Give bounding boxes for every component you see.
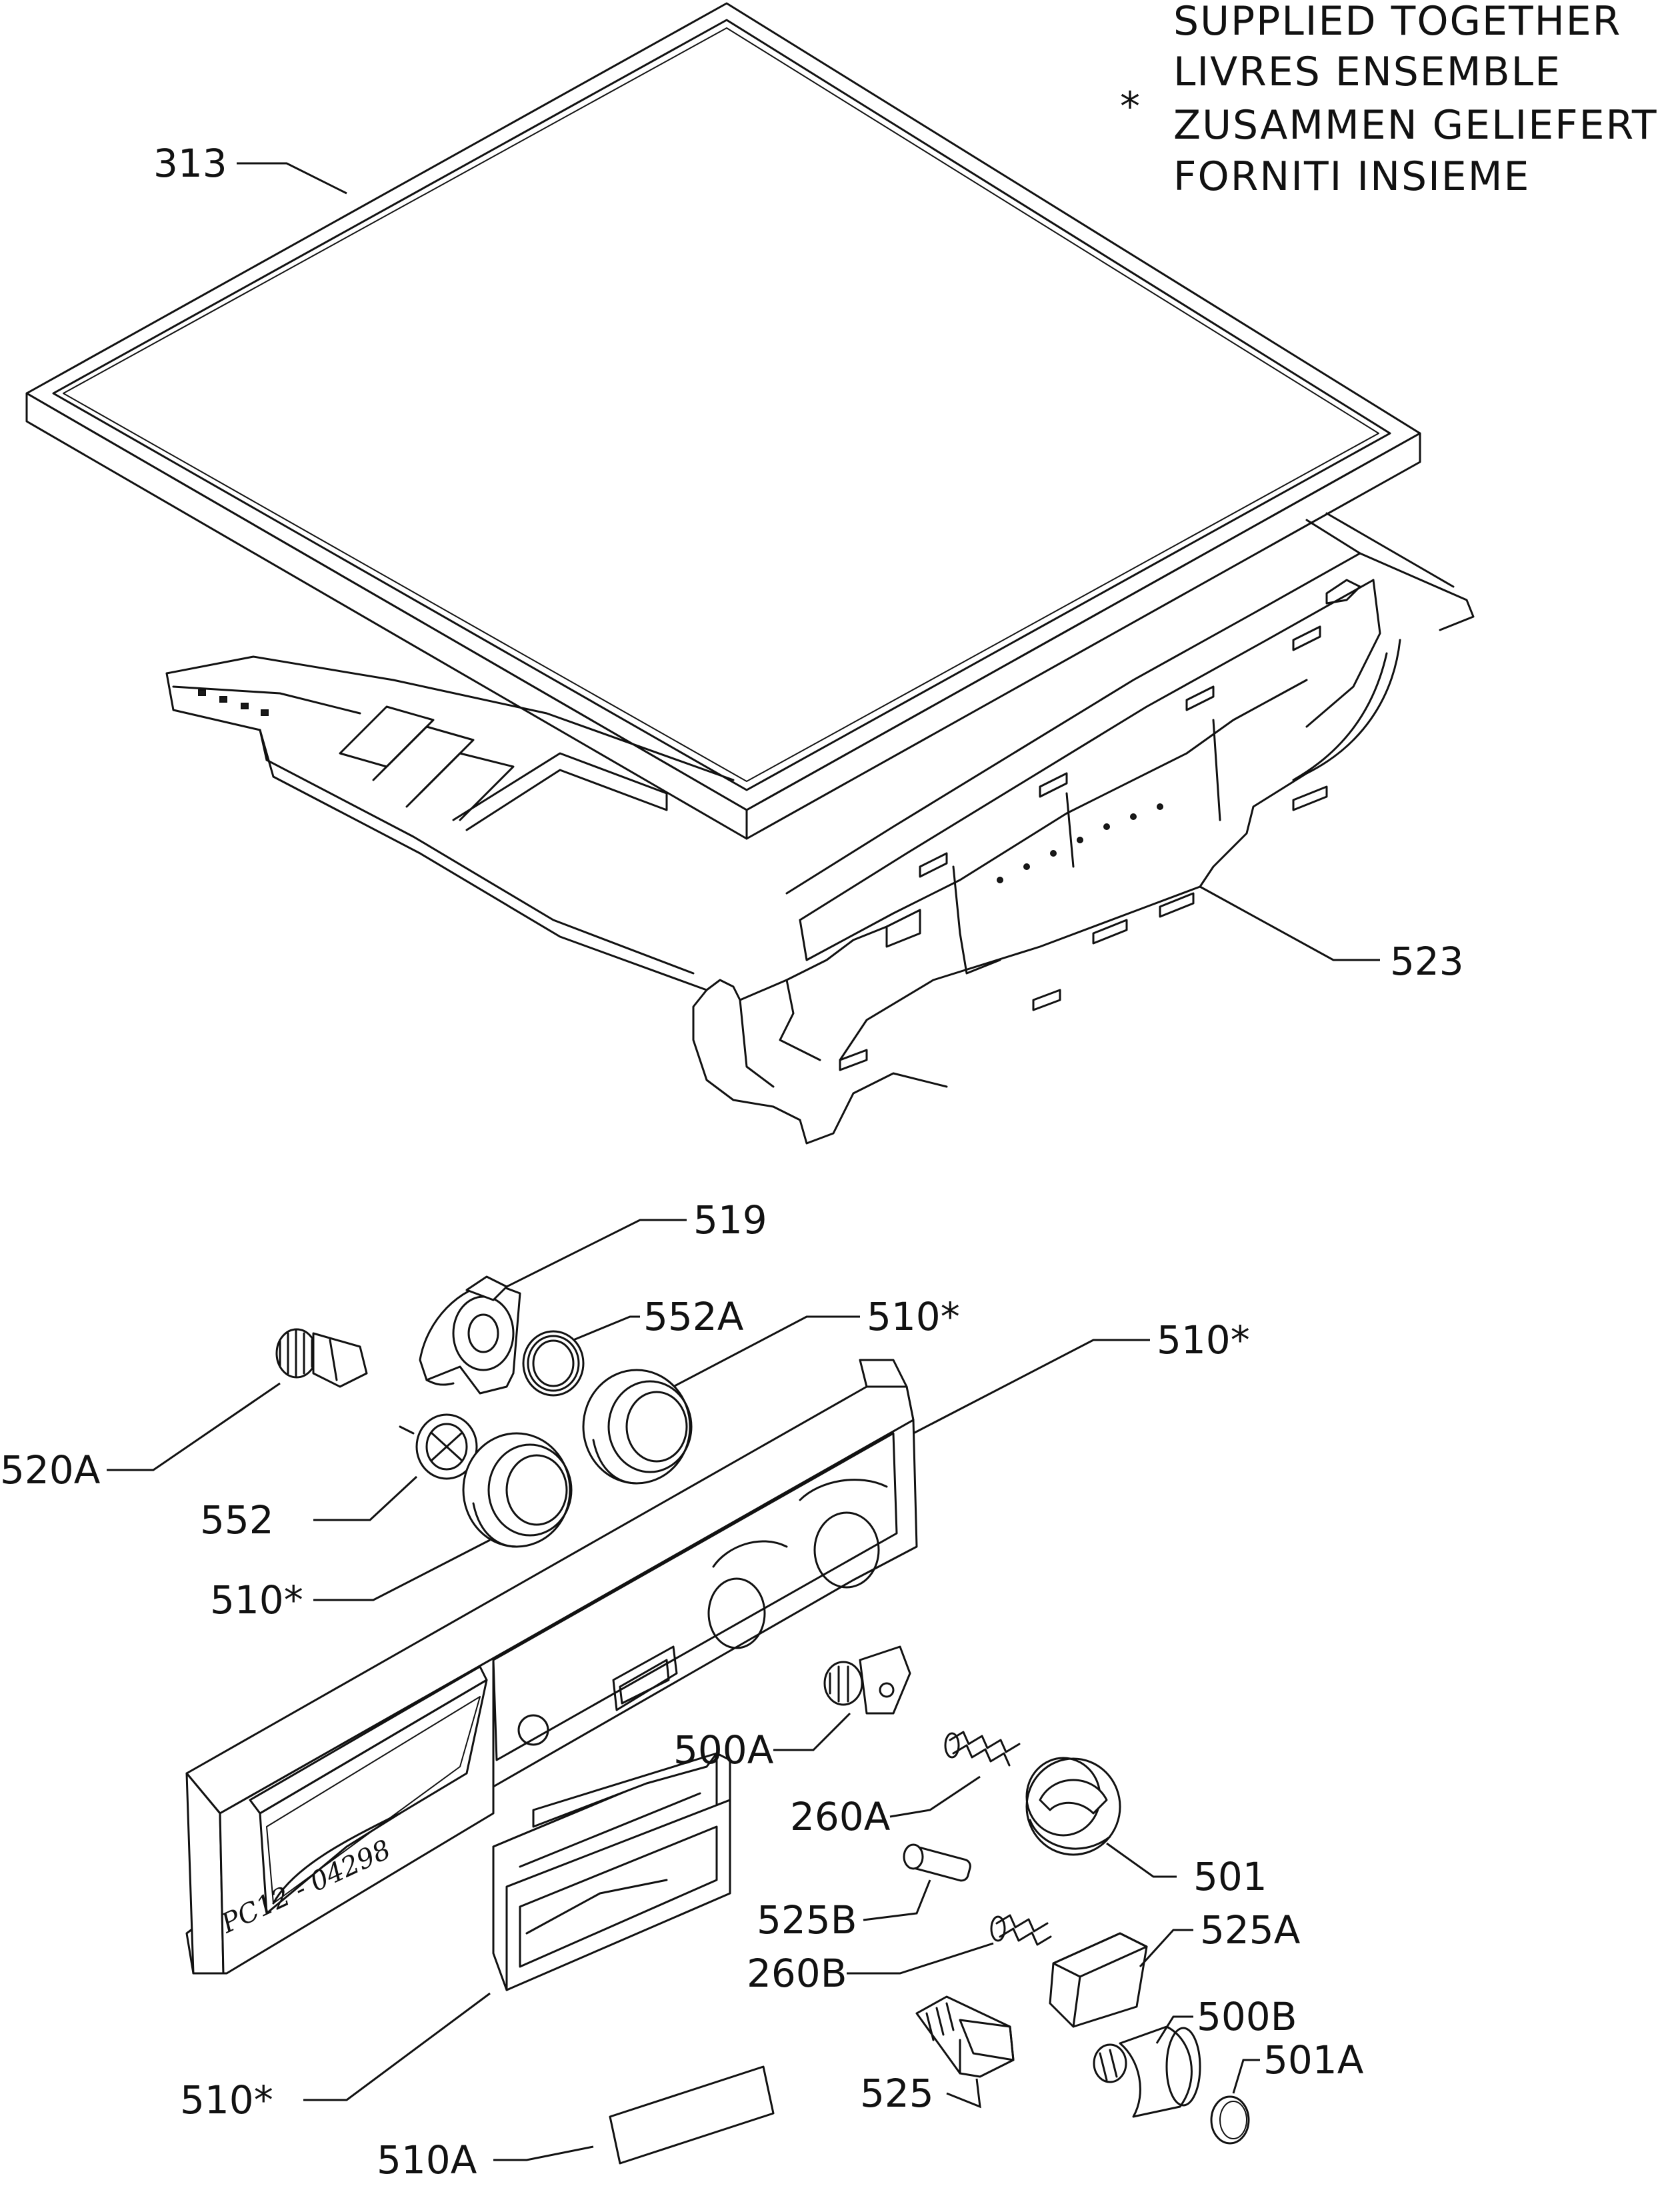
- label-313: 313: [153, 141, 227, 186]
- pin: [903, 1843, 971, 1882]
- label-519: 519: [693, 1197, 767, 1243]
- spring-ring-lower: [399, 1413, 478, 1480]
- worktop-lid: [25, 2, 1421, 840]
- spring-ring-upper: [522, 1330, 585, 1397]
- note-line-de: ZUSAMMEN GELIEFERT: [1173, 102, 1658, 149]
- label-523: 523: [1390, 939, 1464, 984]
- label-510-knob-lower: 510*: [210, 1577, 303, 1623]
- control-fascia: [185, 1359, 918, 1975]
- note-line-fr: LIVRES ENSEMBLE: [1173, 49, 1561, 95]
- label-500A: 500A: [673, 1727, 774, 1773]
- label-260B: 260B: [747, 1951, 847, 1996]
- note-asterisk: *: [1120, 83, 1141, 130]
- label-525B: 525B: [757, 1897, 857, 1943]
- label-520A: 520A: [0, 1447, 101, 1493]
- lens-cap: [1210, 2095, 1250, 2145]
- button-cap: [1049, 1932, 1148, 2028]
- label-plate: [609, 2065, 775, 2165]
- label-525A: 525A: [1200, 1907, 1301, 1953]
- knob-large-lower: [462, 1432, 573, 1548]
- label-501: 501: [1193, 1854, 1267, 1899]
- gear-knob: [275, 1328, 368, 1388]
- label-501A: 501A: [1263, 2037, 1364, 2083]
- label-500B: 500B: [1197, 1994, 1297, 2039]
- supplied-together-note: * SUPPLIED TOGETHER LIVRES ENSEMBLE ZUSA…: [1120, 0, 1658, 200]
- label-552: 552: [200, 1497, 274, 1543]
- label-510-handle: 510*: [180, 2077, 273, 2123]
- spring-lower: [990, 1914, 1052, 1946]
- label-552A: 552A: [643, 1294, 744, 1339]
- label-260A: 260A: [790, 1794, 891, 1839]
- push-rod: [915, 1995, 1015, 2078]
- lamp-holder: [1093, 2025, 1201, 2118]
- drawer-handle: [492, 1752, 731, 1991]
- label-525: 525: [860, 2071, 934, 2116]
- label-510A: 510A: [377, 2137, 477, 2183]
- pushbutton-carrier: [823, 1645, 911, 1715]
- selector-knob: [1025, 1757, 1121, 1856]
- note-line-it: FORNITI INSIEME: [1173, 153, 1530, 200]
- top-frame: [165, 512, 1475, 1145]
- label-510-fascia: 510*: [1157, 1317, 1250, 1363]
- note-line-en: SUPPLIED TOGETHER: [1173, 0, 1621, 45]
- spring-upper: [944, 1731, 1021, 1767]
- leader-lines: [107, 162, 1380, 2161]
- knob-large-upper: [582, 1369, 693, 1485]
- label-510-knob-upper: 510*: [867, 1294, 960, 1339]
- bearing-bracket: [419, 1275, 521, 1395]
- part-labels: 313 523 519 552A 510* 510* 520A 552 510*…: [0, 141, 1464, 2183]
